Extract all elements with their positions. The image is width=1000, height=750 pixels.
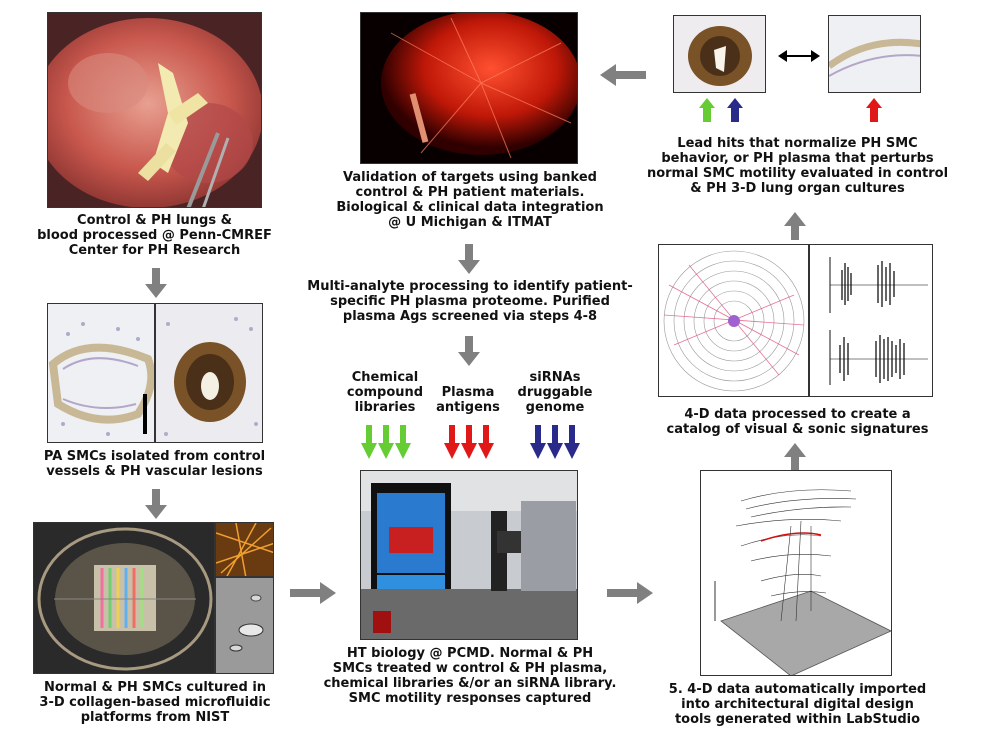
organ-culture-control-image [828, 15, 921, 93]
organ-culture-ph-image [673, 15, 766, 93]
caption-lungs-blood: Control & PH lungs & blood processed @ P… [37, 213, 272, 258]
green-marker-arrow-icon [699, 98, 715, 122]
flow-arrow-up-1 [784, 212, 806, 240]
microfluidic-platform-photo [33, 522, 215, 674]
caption-ht-biology: HT biology @ PCMD. Normal & PH SMCs trea… [323, 646, 617, 706]
flow-arrow-up-2 [784, 443, 806, 471]
collagen-fiber-image [215, 522, 274, 577]
caption-4d-processed: 4-D data processed to create a catalog o… [666, 407, 929, 437]
caption-pa-smcs: PA SMCs isolated from control vessels & … [43, 449, 266, 479]
label-chemical-libraries: Chemical compound libraries [346, 370, 424, 415]
label-plasma-antigens: Plasma antigens [436, 385, 500, 415]
label-sirnas: siRNAs druggable genome [517, 370, 593, 415]
flow-arrow-left-1 [600, 64, 646, 86]
blue-triple-arrow-icon [530, 425, 580, 461]
lung-photo [47, 12, 262, 208]
histology-control-image [47, 303, 155, 443]
red-marker-arrow-icon [866, 98, 882, 122]
flow-arrow-down-4 [458, 336, 480, 366]
caption-labstudio: 5. 4-D data automatically imported into … [668, 682, 927, 727]
labstudio-3d-render [700, 470, 892, 676]
blue-marker-arrow-icon [727, 98, 743, 122]
sonic-waveform-plot [809, 244, 933, 397]
cell-microscopy-image [215, 577, 274, 674]
histology-ph-lesion-image [155, 303, 263, 443]
radial-signature-plot [658, 244, 809, 397]
caption-microfluidic: Normal & PH SMCs cultured in 3-D collage… [39, 680, 271, 725]
double-headed-arrow-icon [778, 48, 820, 64]
flow-arrow-right-1 [290, 582, 336, 604]
caption-lead-hits: Lead hits that normalize PH SMC behavior… [646, 136, 949, 196]
ht-biology-lab-photo [360, 470, 578, 640]
flow-arrow-right-2 [607, 582, 653, 604]
flow-arrow-down-1 [145, 268, 167, 298]
flow-arrow-down-3 [458, 244, 480, 274]
flow-arrow-down-2 [145, 489, 167, 519]
green-triple-arrow-icon [361, 425, 411, 461]
vascular-cast-photo [360, 12, 578, 164]
red-triple-arrow-icon [444, 425, 494, 461]
caption-multi-analyte: Multi-analyte processing to identify pat… [307, 279, 633, 324]
caption-validation: Validation of targets using banked contr… [336, 170, 604, 230]
